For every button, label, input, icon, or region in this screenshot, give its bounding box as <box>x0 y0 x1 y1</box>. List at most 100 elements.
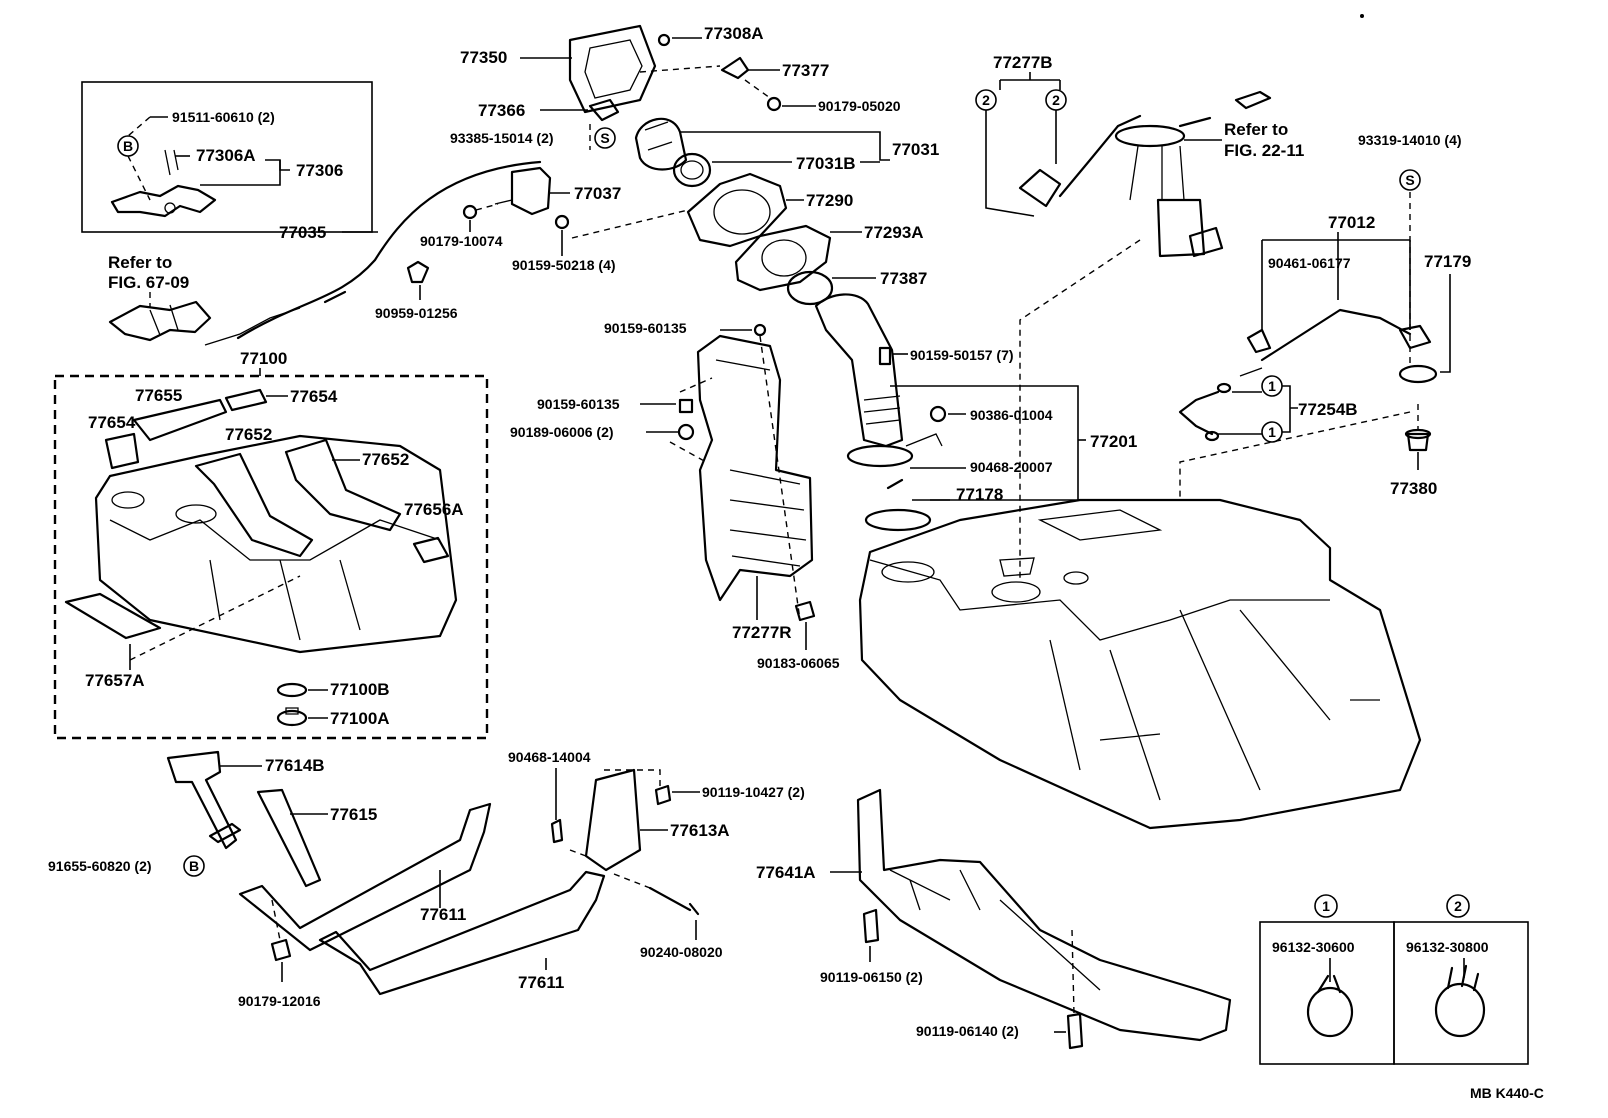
label-77611-b: 77611 <box>518 973 564 992</box>
refer-fig-67-09-line2: FIG. 67-09 <box>108 273 189 292</box>
vent-line-77012 <box>1246 308 1432 362</box>
circle-1-marker-b: 1 <box>1261 421 1283 443</box>
filler-pipe-77201: 77201 <box>814 293 1137 501</box>
label-77656A: 77656A <box>404 500 464 519</box>
label-77366: 77366 <box>478 101 525 120</box>
bolt-90119-06140: 90119-06140 (2) <box>916 929 1084 1050</box>
label-77380: 77380 <box>1390 479 1437 498</box>
circle-b-marker-inset: B <box>117 135 139 157</box>
hose-77254B: 1 1 77254B <box>1178 367 1358 443</box>
pad-77656A: 77656A <box>404 500 464 564</box>
fuel-tank-main <box>858 498 1422 830</box>
clamp-96132-30600-part <box>1306 974 1354 1038</box>
label-90189-06006: 90189-06006 (2) <box>510 424 614 440</box>
label-77657A: 77657A <box>85 671 145 690</box>
label-93385-15014: 93385-15014 (2) <box>450 130 554 146</box>
label-77290: 77290 <box>806 191 853 210</box>
label-90179-05020: 90179-05020 <box>818 98 901 114</box>
circle-2-marker-a: 2 <box>975 89 997 111</box>
label-77031: 77031 <box>892 140 939 159</box>
label-77641A: 77641A <box>756 863 816 882</box>
grommet-77308A: 77308A <box>657 24 764 47</box>
cushion-77100B: 77100B <box>276 680 390 699</box>
screw-90159-60135-b: 90159-60135 <box>537 377 713 414</box>
tank-assembly-box-77100 <box>53 374 489 740</box>
label-77611-a: 77611 <box>420 905 466 924</box>
circle-b-marker-bottom: B <box>183 855 205 877</box>
label-90461-06177: 90461-06177 <box>1268 255 1351 271</box>
label-96132-30600: 96132-30600 <box>1272 939 1355 955</box>
label-77654-right: 77654 <box>290 387 338 406</box>
label-90468-20007: 90468-20007 <box>970 459 1053 475</box>
circle-s-marker-left: S <box>594 127 616 149</box>
gasket-77178: 77178 <box>864 485 1003 532</box>
pad-77652-right: 77652 <box>284 438 409 532</box>
label-77306A: 77306A <box>196 146 256 165</box>
label-90119-06150: 90119-06150 (2) <box>820 969 923 985</box>
label-91511-60610: 91511-60610 (2) <box>172 109 275 125</box>
circle-2-marker-b: 2 <box>1045 89 1067 111</box>
svg-text:B: B <box>189 858 199 874</box>
label-77035: 77035 <box>279 223 326 242</box>
screw-90159-60135-a: 90159-60135 <box>604 320 801 621</box>
label-93319-14010: 93319-14010 (4) <box>1358 132 1462 148</box>
svg-text:S: S <box>1405 172 1414 188</box>
svg-text:1: 1 <box>1268 424 1276 440</box>
label-96132-30800: 96132-30800 <box>1406 939 1489 955</box>
ring-77387: 77387 <box>786 269 927 306</box>
label-77350: 77350 <box>460 48 507 67</box>
grommet-77380: 77380 <box>1179 404 1437 500</box>
label-77201: 77201 <box>1090 432 1137 451</box>
cable-77035: 77035 <box>236 160 542 340</box>
clip-90183: 90183-06065 <box>757 600 840 671</box>
label-77615: 77615 <box>330 805 377 824</box>
label-77100B: 77100B <box>330 680 390 699</box>
inset-77306: B 91511-60610 (2) 77306A 77306 <box>81 81 373 233</box>
label-90179-10074: 90179-10074 <box>420 233 503 249</box>
label-77387: 77387 <box>880 269 927 288</box>
bolt-91655: 91655-60820 (2) B <box>48 822 242 877</box>
bolt-90240-08020: 90240-08020 <box>613 873 723 960</box>
bolt-90119-10427: 90119-10427 (2) <box>654 784 805 806</box>
label-90179-12016: 90179-12016 <box>238 993 321 1009</box>
pad-77654-right: 77654 <box>224 387 338 412</box>
spring-77366: 77366 <box>478 98 620 122</box>
band-77611-upper: 77611 <box>238 802 492 952</box>
circle-1-marker-a: 1 <box>1261 375 1283 397</box>
label-77031B: 77031B <box>796 154 856 173</box>
label-77614B: 77614B <box>265 756 325 775</box>
label-90468-14004: 90468-14004 <box>508 749 591 765</box>
label-77654-left: 77654 <box>88 413 136 432</box>
refer-fig-22-11-line2: FIG. 22-11 <box>1224 141 1304 160</box>
label-77178: 77178 <box>956 485 1003 504</box>
label-77652-b: 77652 <box>362 450 409 469</box>
gasket-77031B: 77031B <box>672 152 880 188</box>
label-77277B: 77277B <box>993 53 1053 72</box>
grommet-77179 <box>1398 364 1438 384</box>
label-77254B: 77254B <box>1298 400 1358 419</box>
clamp-legend: 1 2 96132-30600 96132-30800 <box>1259 894 1529 1065</box>
fuel-pump-77277B <box>1018 90 1272 258</box>
actuator-77037: 77037 90179-10074 <box>420 166 621 249</box>
clip-90959: 90959-01256 <box>375 260 458 321</box>
screw-93385: 93385-15014 (2) S <box>450 124 616 150</box>
label-77100: 77100 <box>240 349 287 368</box>
latch-77377: 77377 <box>639 56 829 80</box>
svg-text:1: 1 <box>1268 378 1276 394</box>
pad-77655: 77655 <box>132 386 228 442</box>
label-90119-06140: 90119-06140 (2) <box>916 1023 1019 1039</box>
screw-90159-50157: 90159-50157 (7) <box>878 346 1014 366</box>
label-90386-01004: 90386-01004 <box>970 407 1053 423</box>
clip-90468-14004-part <box>550 818 564 844</box>
lever-bracket-part <box>108 292 301 346</box>
cushion-77100A: 77100A <box>276 707 390 728</box>
bracket-77614B: 77614B <box>166 750 325 850</box>
svg-text:2: 2 <box>1052 92 1060 108</box>
filler-housing-77290: 77290 <box>686 172 853 248</box>
clip-90468-20007: 90468-20007 <box>886 459 1053 490</box>
screw-90159-50218: 90159-50218 (4) <box>512 209 689 273</box>
label-77652-a: 77652 <box>225 425 272 444</box>
protector-77277R: 77277R <box>696 334 814 642</box>
refer-fig-67-09-line1: Refer to <box>108 253 172 272</box>
